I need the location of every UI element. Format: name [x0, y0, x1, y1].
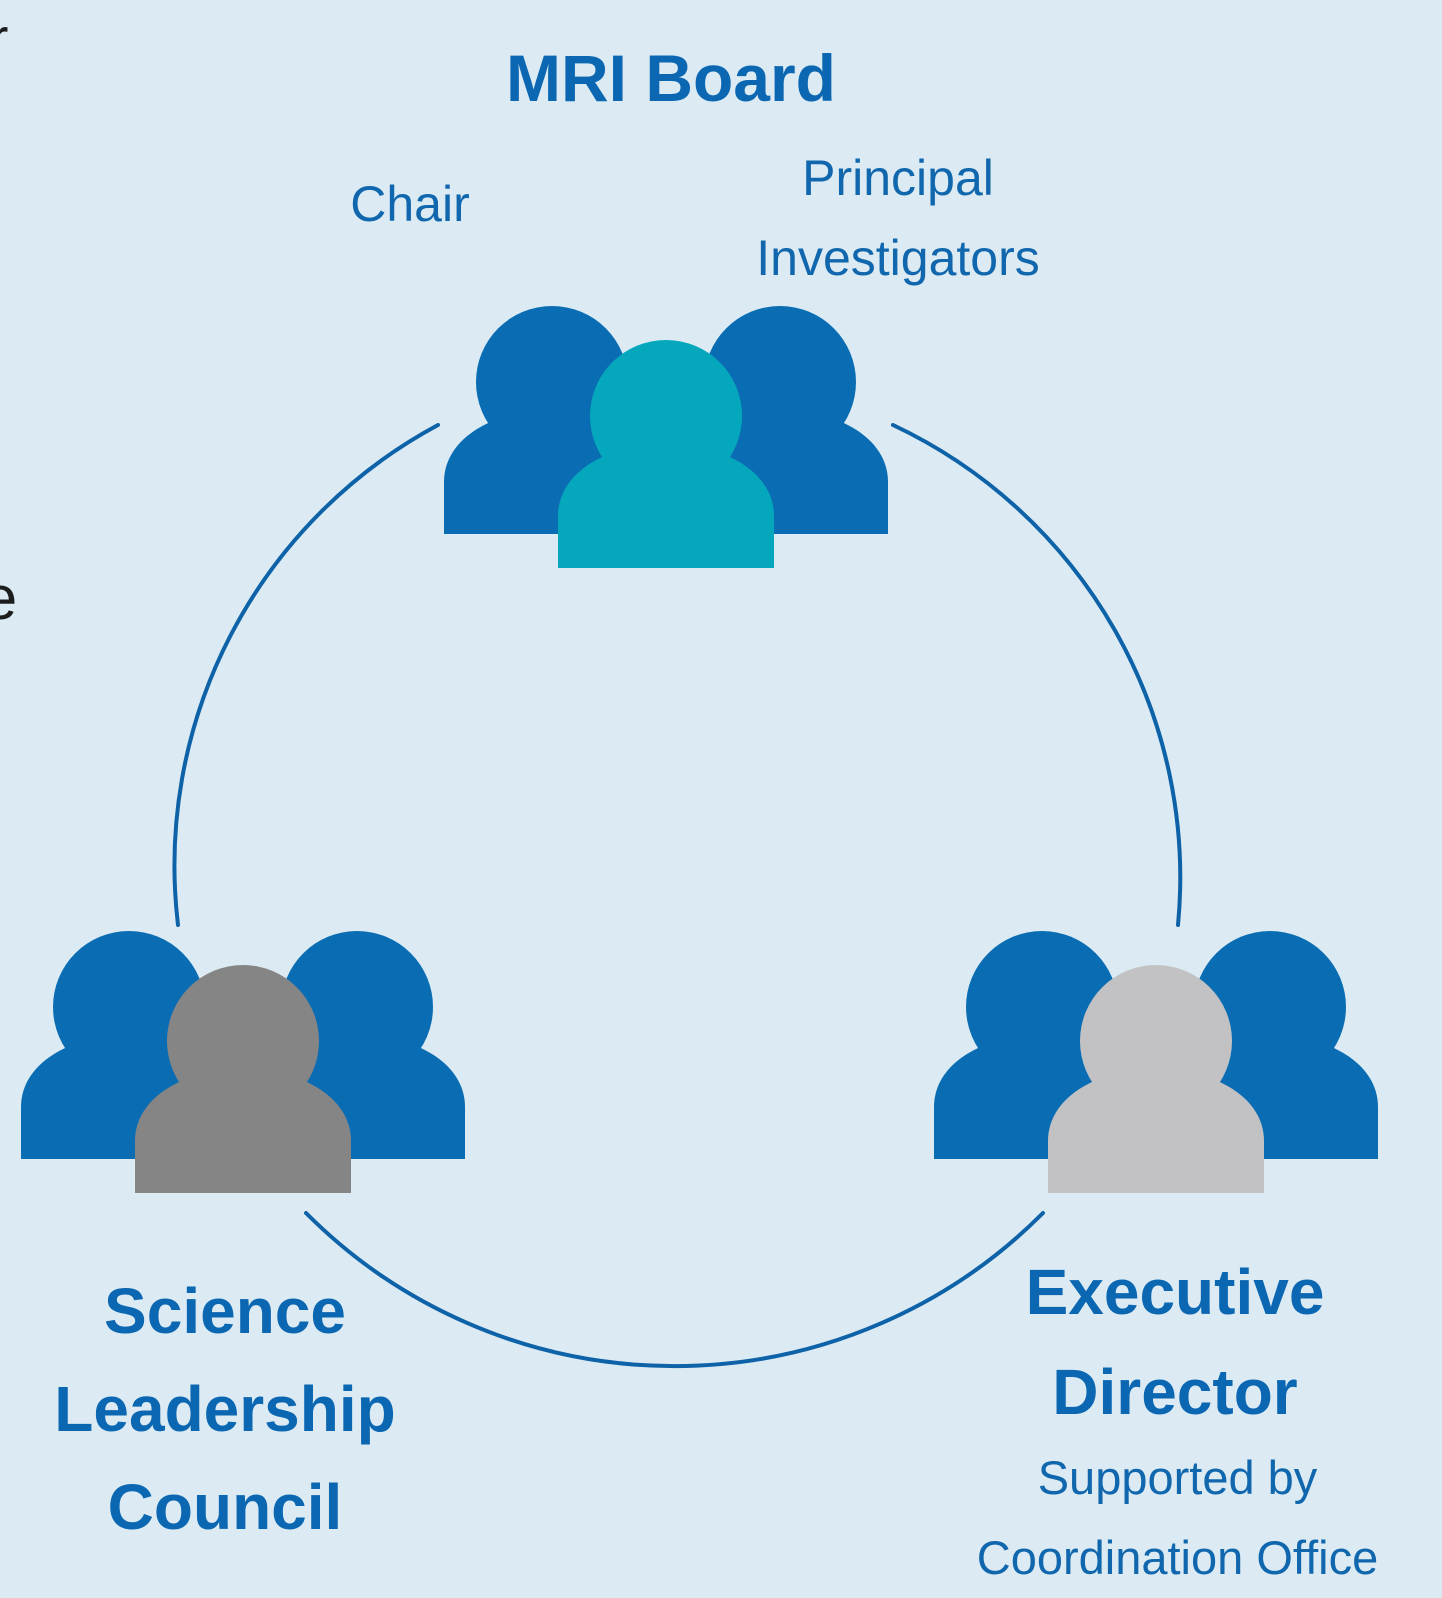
person-back-right-icon-head	[281, 931, 433, 1083]
connector-board-director	[891, 423, 1183, 927]
council-title-line2: Leadership	[54, 1373, 396, 1445]
person-front-icon-body	[558, 444, 774, 568]
director-subtitle: Supported by Coordination Office	[925, 1438, 1430, 1598]
director-people-group-icon	[934, 931, 1378, 1193]
person-back-left-icon-head	[476, 306, 628, 458]
cropped-edge-letter-top: r	[0, 10, 8, 66]
person-front-icon	[135, 965, 351, 1193]
council-title-line1: Science	[104, 1275, 346, 1347]
board-people-group-icon	[444, 306, 888, 568]
person-front-icon-head	[167, 965, 319, 1117]
person-back-left-icon-head	[966, 931, 1118, 1083]
connector-board-council	[172, 423, 440, 927]
council-title: Science Leadership Council	[25, 1262, 425, 1556]
person-front-icon-body	[135, 1069, 351, 1193]
person-back-right-icon-head	[704, 306, 856, 458]
cropped-edge-letter-middle: e	[0, 568, 17, 630]
person-front-icon	[558, 340, 774, 568]
connector-council-director	[304, 1211, 1045, 1369]
director-title-line1: Executive	[1025, 1256, 1325, 1328]
person-front-icon-head	[1080, 965, 1232, 1117]
board-pi-label-line2: Investigators	[756, 230, 1040, 286]
board-title: MRI Board	[506, 41, 836, 115]
director-subtitle-line1: Supported by	[1037, 1451, 1318, 1504]
council-title-line3: Council	[107, 1471, 343, 1543]
director-title: Executive Director	[985, 1242, 1365, 1442]
person-back-left-icon-head	[53, 931, 205, 1083]
board-chair-label: Chair	[350, 176, 470, 232]
person-front-icon-head	[590, 340, 742, 492]
council-people-group-icon	[21, 931, 465, 1193]
director-title-line2: Director	[1052, 1356, 1298, 1428]
director-subtitle-line2: Coordination Office	[976, 1531, 1379, 1584]
person-front-icon-body	[1048, 1069, 1264, 1193]
board-pi-label-line1: Principal	[802, 150, 994, 206]
person-front-icon	[1048, 965, 1264, 1193]
person-back-right-icon-head	[1194, 931, 1346, 1083]
board-pi-label: Principal Investigators	[718, 138, 1078, 298]
